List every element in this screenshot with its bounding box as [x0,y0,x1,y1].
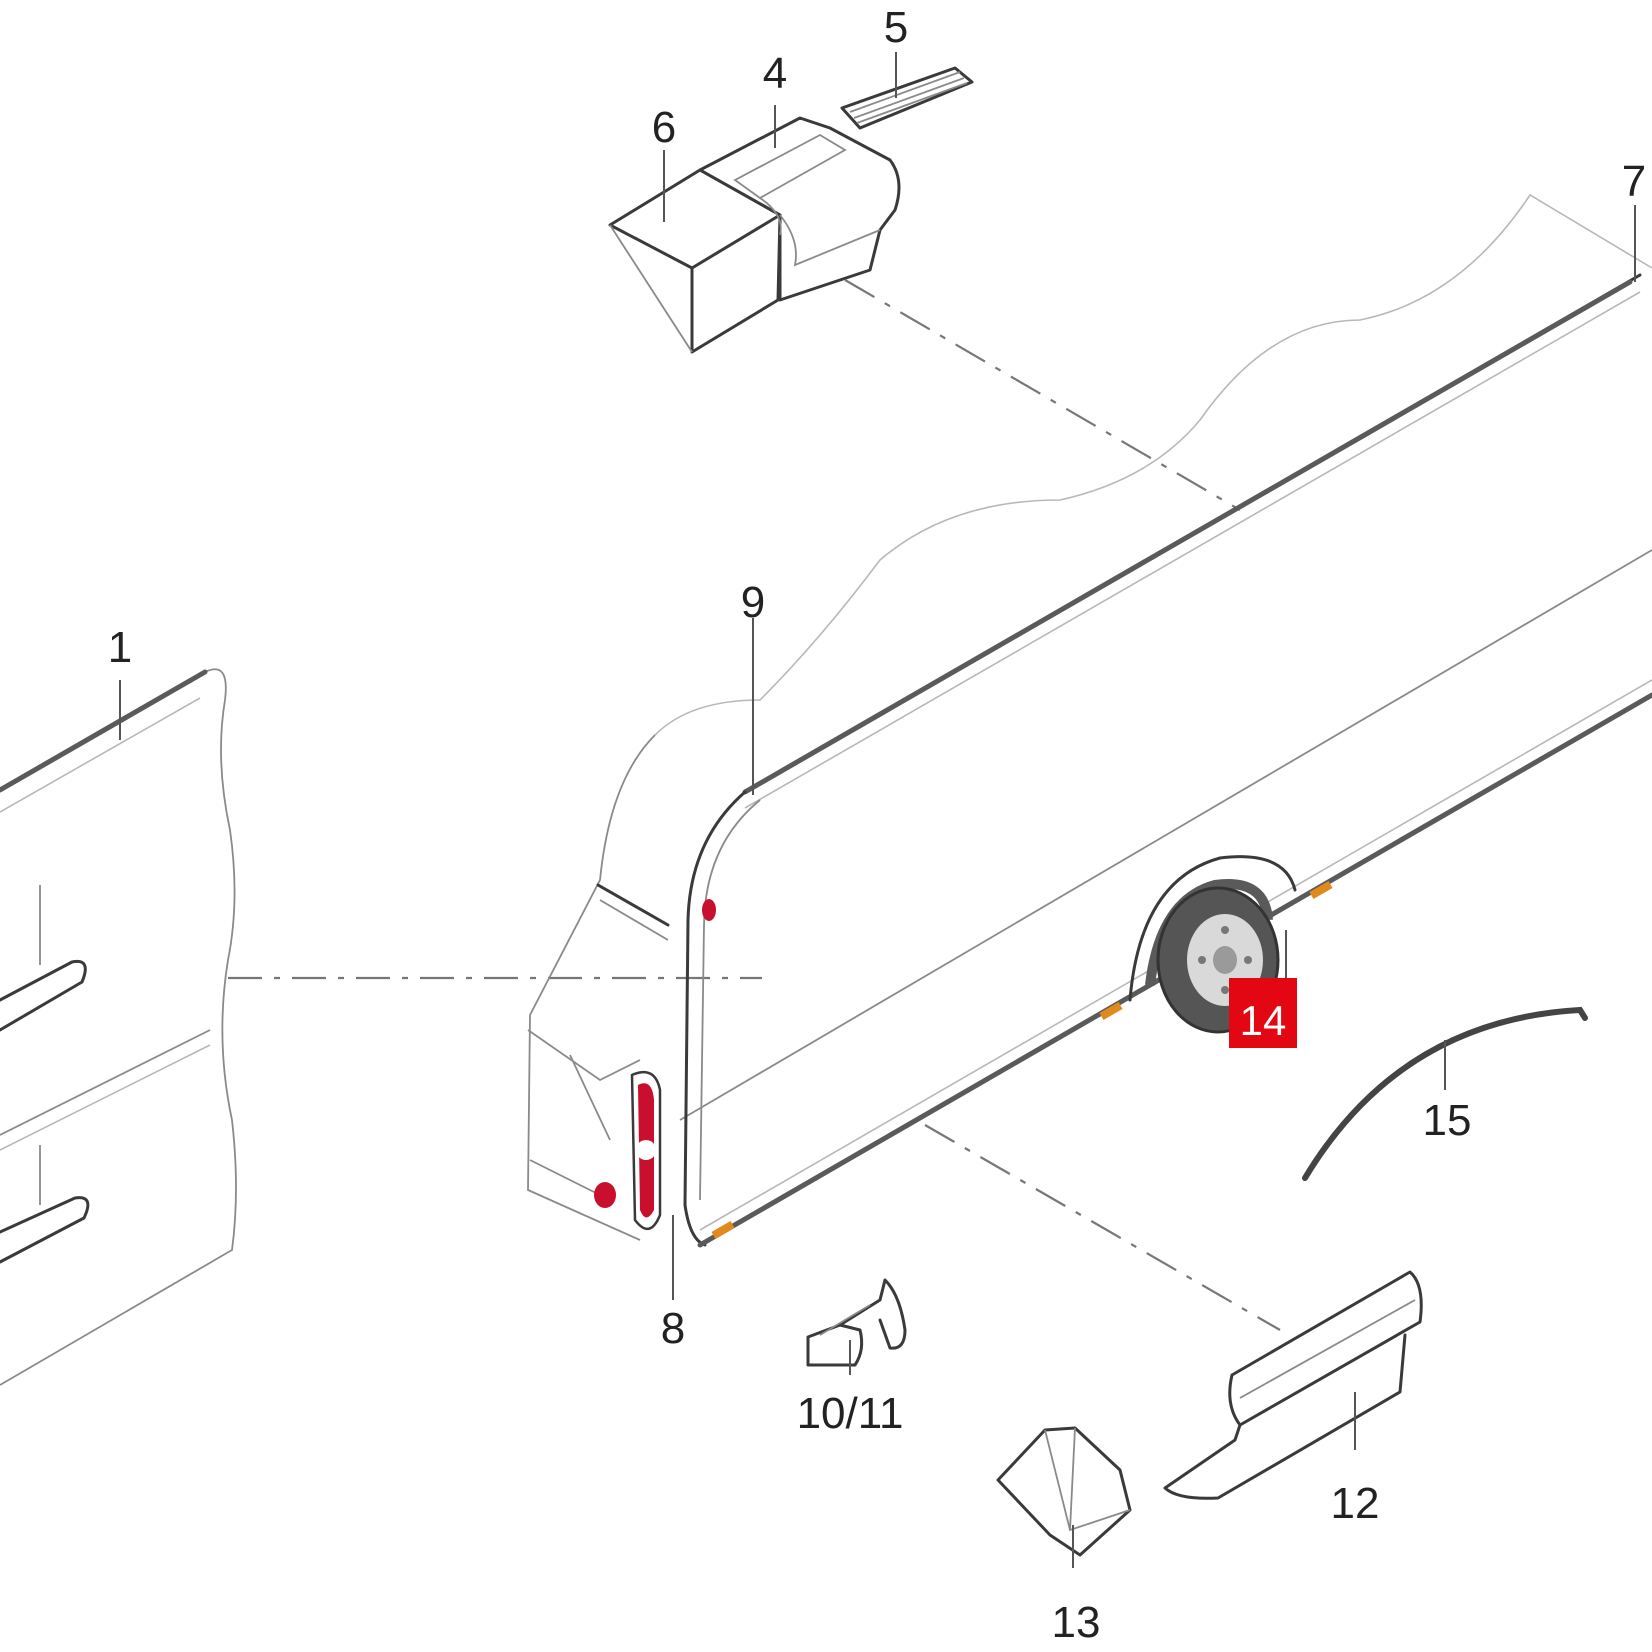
callout-10-11[interactable]: 10/11 [797,1389,904,1438]
callout-12[interactable]: 12 [1331,1479,1380,1528]
callout-6[interactable]: 6 [652,103,676,152]
leader-lines [119,52,1636,1568]
marker-light [1099,1002,1123,1020]
callout-8[interactable]: 8 [661,1304,685,1353]
callout-7[interactable]: 7 [1622,157,1646,206]
callout-15[interactable]: 15 [1423,1096,1472,1145]
callout-4[interactable]: 4 [763,49,787,98]
callout-1[interactable]: 1 [108,623,132,672]
part-10-11-bracket[interactable] [806,1278,907,1367]
part-4-end-cap[interactable] [698,116,901,302]
part-5-strip[interactable] [840,66,974,130]
highlight-badge [1229,978,1297,1048]
marker-light [711,1221,735,1239]
callout-14: 14 [1240,997,1287,1044]
part-12-sill-profile[interactable] [1163,1270,1423,1500]
marker-light [1309,881,1333,899]
callout-13[interactable]: 13 [1052,1598,1101,1647]
part-15-arch-trim[interactable] [1302,1006,1588,1181]
callout-5[interactable]: 5 [884,3,908,52]
callout-9[interactable]: 9 [741,578,765,627]
part-13-corner-piece[interactable] [996,1426,1132,1557]
callout-14-highlighted[interactable]: 14 [1229,978,1297,1048]
part-6-corner-profile[interactable] [608,168,782,354]
caravan-body [527,193,1652,1248]
part-1-side-panel[interactable] [0,668,237,1386]
connector-line-2 [844,279,1241,511]
connector-line-3 [924,1124,1281,1331]
